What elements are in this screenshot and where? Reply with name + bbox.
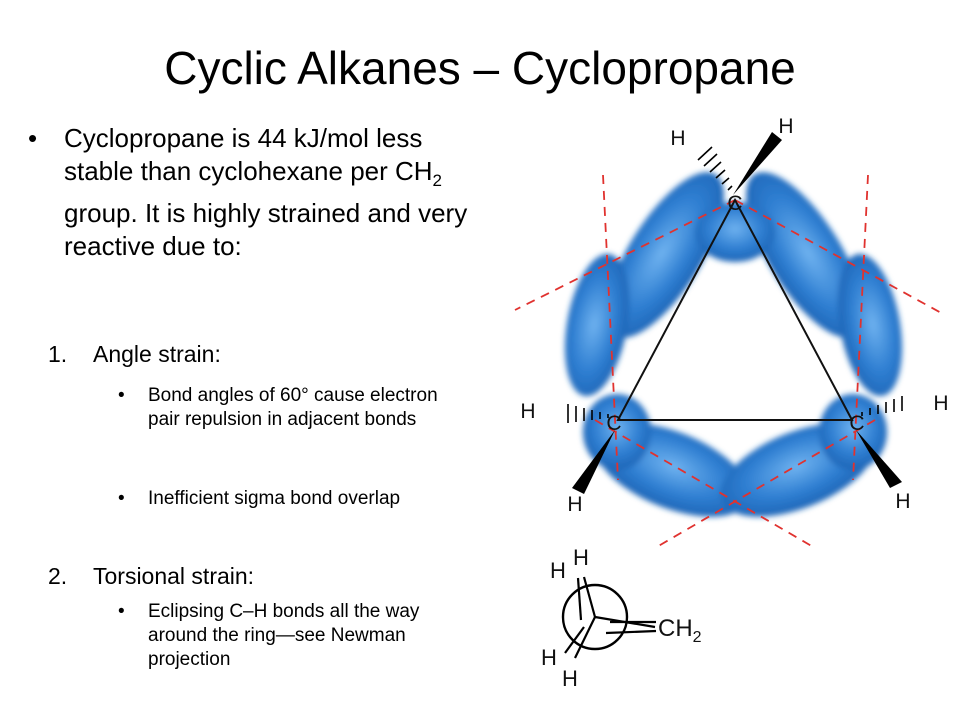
wedge-bond bbox=[572, 430, 615, 494]
main-bullet-text: Cyclopropane is 44 kJ/mol less stable th… bbox=[64, 123, 468, 262]
orbital-lobe bbox=[746, 172, 864, 338]
hydrogen-label: H bbox=[567, 493, 582, 516]
axis-line bbox=[654, 419, 876, 549]
newman-ch2-label: CH2 bbox=[658, 615, 702, 646]
wedge-bond bbox=[733, 132, 782, 195]
subpoint-text: Bond angles of 60° cause electron pair r… bbox=[148, 385, 438, 430]
orbital-lobes bbox=[564, 172, 903, 517]
axis-line bbox=[514, 199, 736, 311]
sub-bullet-dot: • bbox=[118, 488, 125, 509]
subpoint-text: Inefficient sigma bond overlap bbox=[148, 488, 401, 509]
slide-title: Cyclic Alkanes – Cyclopropane bbox=[164, 42, 796, 94]
hash-bond bbox=[567, 404, 609, 423]
axis-line bbox=[594, 419, 816, 549]
carbon-label-right: C bbox=[849, 412, 864, 435]
point-label: Angle strain: bbox=[93, 341, 221, 367]
point-label: Torsional strain: bbox=[93, 563, 255, 589]
orbital-lobe bbox=[606, 172, 724, 338]
sub-bullet-dot: • bbox=[118, 385, 125, 406]
wedge-bond bbox=[856, 430, 902, 488]
axis-line bbox=[734, 199, 946, 316]
carbon-triangle bbox=[616, 197, 854, 421]
hash-bond bbox=[861, 396, 903, 416]
orbital-axis-lines bbox=[514, 174, 946, 549]
axis-line bbox=[852, 174, 869, 481]
orbital-lobe bbox=[695, 202, 775, 262]
axis-line bbox=[602, 174, 619, 481]
bullet-dot: • bbox=[28, 123, 38, 153]
h-bonds bbox=[567, 132, 903, 494]
orbital-lobe bbox=[837, 253, 903, 397]
hydrogen-label: H bbox=[670, 127, 685, 150]
carbon-label-left: C bbox=[606, 412, 621, 435]
newman-projection: H H H H CH2 bbox=[541, 545, 702, 691]
hydrogen-label: H bbox=[895, 490, 910, 513]
sub-bullet-dot: • bbox=[118, 601, 125, 622]
atom-labels: C C C H H H H H H bbox=[520, 115, 948, 516]
newman-labels: H H H H CH2 bbox=[541, 545, 702, 691]
newman-h-label: H bbox=[541, 645, 557, 670]
newman-bonds bbox=[564, 576, 657, 659]
point-number: 1. bbox=[48, 341, 68, 367]
carbon-label-top: C bbox=[727, 192, 742, 215]
hydrogen-label: H bbox=[933, 392, 948, 415]
orbital-lobe bbox=[564, 253, 630, 397]
hash-bond bbox=[697, 146, 733, 191]
newman-h-label: H bbox=[550, 558, 566, 583]
hydrogen-label: H bbox=[778, 115, 793, 138]
subpoint-text: Eclipsing C–H bonds all the way around t… bbox=[148, 601, 420, 670]
newman-h-label: H bbox=[562, 666, 578, 691]
point-number: 2. bbox=[48, 563, 68, 589]
newman-h-label: H bbox=[573, 545, 589, 570]
hydrogen-label: H bbox=[520, 400, 535, 423]
